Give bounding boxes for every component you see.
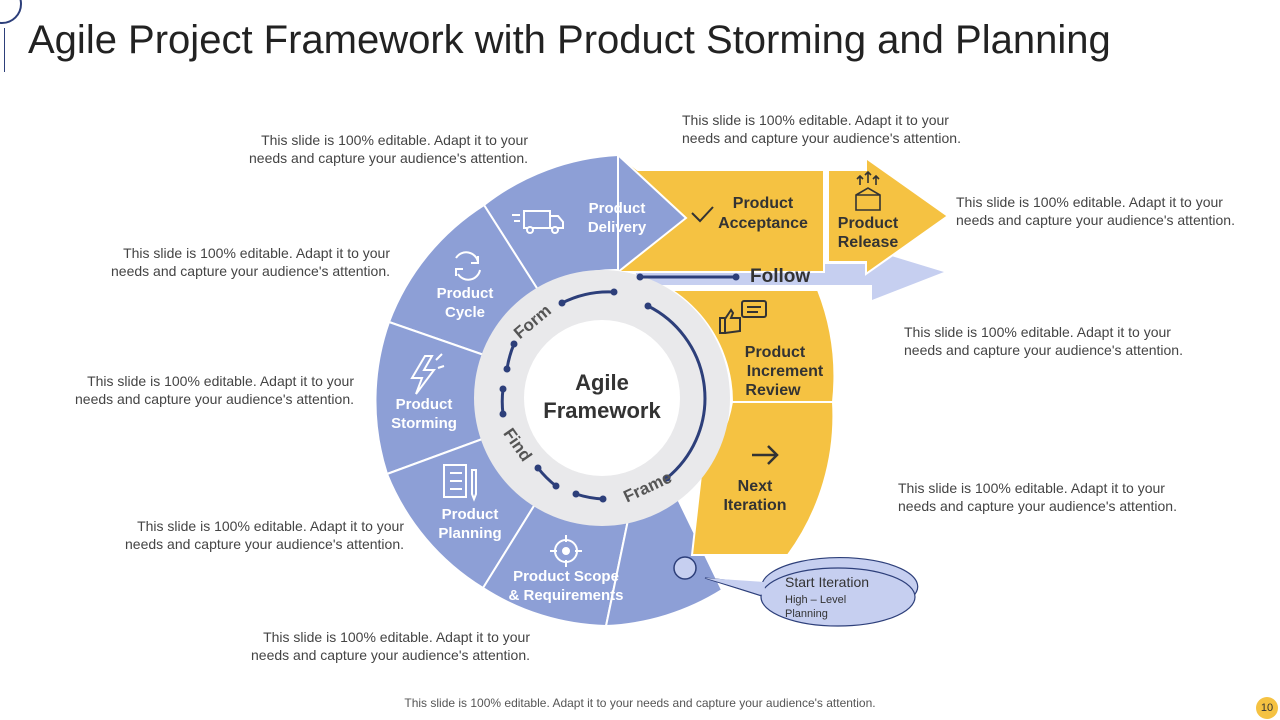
note-delivery: This slide is 100% editable. Adapt it to…	[249, 132, 528, 166]
acceptance-label-1: Product	[733, 195, 794, 212]
ring-arcs	[500, 275, 736, 501]
arc-form	[561, 290, 615, 305]
slide-title: Agile Project Framework with Product Sto…	[28, 18, 1111, 62]
scope-label-1: Product Scope	[513, 568, 619, 585]
refresh-icon	[455, 251, 481, 281]
arrow-right-icon	[752, 445, 779, 465]
footer-note: This slide is 100% editable. Adapt it to…	[404, 696, 876, 710]
callout-sub2: Planning	[785, 608, 828, 620]
arc-left	[500, 388, 505, 415]
delivery-label-2: Delivery	[588, 219, 647, 236]
storming-label-1: Product	[396, 396, 453, 413]
cycle-label-1: Product	[437, 285, 494, 302]
lightning-icon	[410, 353, 445, 395]
arrow-tip-shade	[617, 152, 688, 275]
scope-label-2: & Requirements	[508, 587, 623, 604]
note-next-iteration: This slide is 100% editable. Adapt it to…	[898, 480, 1177, 514]
box-icon	[855, 170, 881, 211]
note-storming: This slide is 100% editable. Adapt it to…	[75, 373, 354, 407]
note-review: This slide is 100% editable. Adapt it to…	[904, 324, 1183, 358]
next-label-1: Next	[738, 478, 773, 495]
start-marker	[673, 556, 697, 580]
center-title-line2: Framework	[543, 398, 661, 423]
planning-label-1: Product	[442, 506, 499, 523]
checklist-icon	[443, 464, 477, 502]
review-label-3: Review	[745, 382, 801, 399]
center-title-line1: Agile	[575, 370, 629, 395]
cycle-label-2: Cycle	[445, 304, 485, 321]
note-acceptance: This slide is 100% editable. Adapt it to…	[682, 112, 961, 146]
ring-dots	[499, 273, 740, 503]
callout-tail	[705, 578, 766, 596]
target-icon	[550, 535, 582, 567]
checkmark-icon	[691, 206, 714, 223]
release-label-1: Product	[838, 215, 899, 232]
truck-icon	[512, 210, 564, 234]
note-release: This slide is 100% editable. Adapt it to…	[956, 194, 1235, 228]
review-label-2: Increment	[747, 363, 824, 380]
follow-arrow	[636, 250, 944, 300]
next-label-2: Iteration	[723, 497, 786, 514]
release-arrow	[827, 156, 950, 276]
delivery-label-1: Product	[589, 200, 646, 217]
acceptance-label-2: Acceptance	[718, 215, 808, 232]
review-label-1: Product	[745, 344, 806, 361]
planning-label-2: Planning	[438, 525, 501, 542]
note-scope: This slide is 100% editable. Adapt it to…	[251, 629, 530, 663]
center-circle	[524, 320, 680, 476]
callout-sub1: High – Level	[785, 594, 846, 606]
note-cycle: This slide is 100% editable. Adapt it to…	[111, 245, 390, 279]
page-number: 10	[1256, 697, 1278, 719]
follow-label: Follow	[750, 266, 810, 287]
callout-ellipse	[760, 567, 916, 627]
callout-title: Start Iteration	[785, 574, 869, 590]
storming-label-2: Storming	[391, 415, 457, 432]
release-label-2: Release	[838, 234, 899, 251]
note-planning: This slide is 100% editable. Adapt it to…	[125, 518, 404, 552]
arc-follow	[647, 304, 707, 480]
thumbs-up-icon	[719, 300, 767, 334]
decorative-line	[4, 28, 5, 72]
